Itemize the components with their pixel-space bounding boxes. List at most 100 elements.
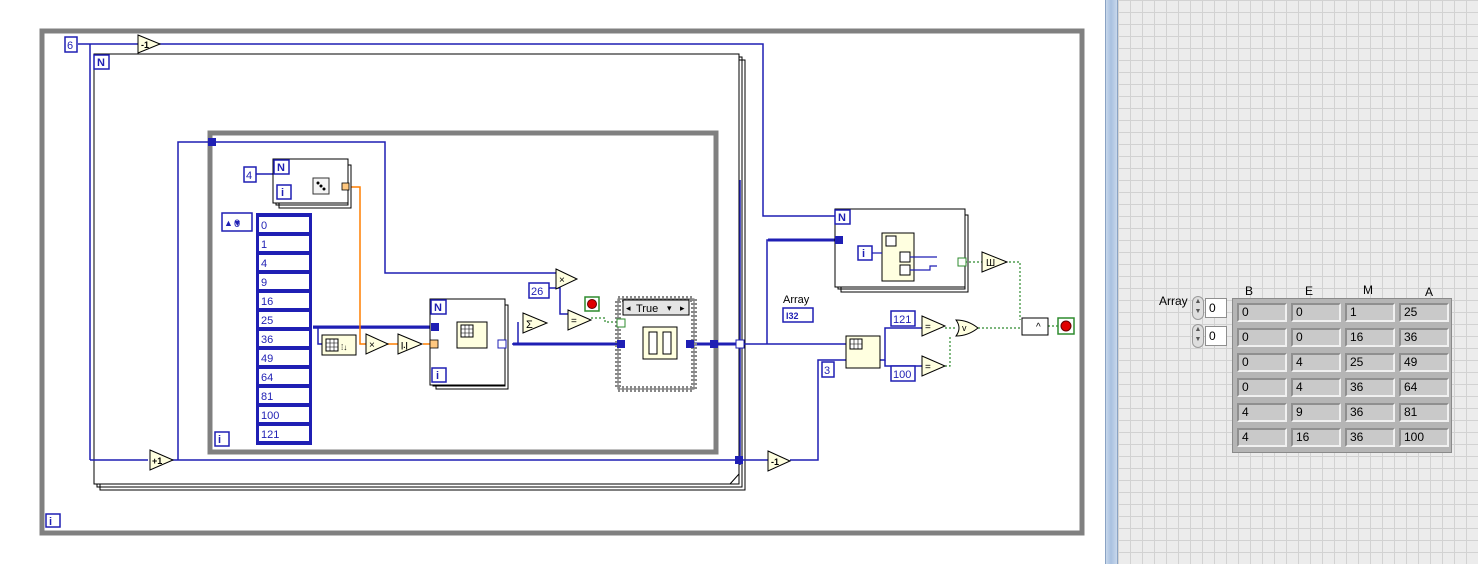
svg-text:N: N <box>434 302 442 314</box>
table-cell[interactable]: 0 <box>1237 353 1287 372</box>
array-element-value: 0 <box>261 220 267 232</box>
table-cell[interactable]: 0 <box>1237 303 1287 322</box>
svg-text:▸: ▸ <box>680 303 685 313</box>
increment-node[interactable]: +1 <box>149 449 175 471</box>
compare-for-loop[interactable]: N i <box>834 208 969 293</box>
constant-check-a[interactable]: 121 <box>890 310 916 327</box>
table-cell[interactable]: 4 <box>1237 428 1287 447</box>
equal-mid-node[interactable]: = <box>567 309 593 331</box>
array-element[interactable] <box>259 407 309 422</box>
array-element[interactable] <box>259 369 309 384</box>
multiply-top-node[interactable]: × <box>555 268 579 290</box>
table-cell[interactable]: 1 <box>1345 303 1395 322</box>
multiply-mid-node[interactable]: × <box>365 333 390 355</box>
or-array-node[interactable]: Ш <box>981 251 1009 273</box>
array-element-value: 9 <box>261 277 267 289</box>
svg-text:|.|: |.| <box>401 341 408 350</box>
svg-text:i: i <box>49 516 52 528</box>
random-for-loop[interactable]: N i <box>272 158 352 209</box>
index-array-node[interactable] <box>845 335 881 369</box>
outer-while-loop[interactable]: i <box>39 28 1085 536</box>
col-index-field[interactable]: 0 <box>1205 326 1227 346</box>
grid-icon <box>325 338 339 352</box>
constant-target[interactable]: 26 <box>528 282 550 299</box>
stop-terminal-inner[interactable] <box>584 296 600 312</box>
decrement-top-node[interactable]: -1 <box>137 34 162 54</box>
array-element-value: 121 <box>261 429 279 441</box>
svg-text:Array: Array <box>783 294 810 306</box>
table-cell[interactable]: 36 <box>1399 328 1449 347</box>
table-cell[interactable]: 0 <box>1291 303 1341 322</box>
svg-text:=: = <box>925 362 931 373</box>
constant-rand-count[interactable]: 4 <box>243 166 257 183</box>
table-cell[interactable]: 49 <box>1399 353 1449 372</box>
svg-text:=: = <box>571 316 577 327</box>
and-node[interactable]: ^ <box>1021 317 1049 336</box>
sort-array-node[interactable]: ⁞↓ <box>321 334 357 356</box>
sum-node[interactable]: Σ <box>522 312 549 334</box>
table-cell[interactable]: 4 <box>1291 378 1341 397</box>
array-element[interactable] <box>259 217 309 232</box>
table-cell[interactable]: 36 <box>1345 428 1395 447</box>
tunnel <box>208 138 216 146</box>
or-node[interactable]: v <box>955 319 979 337</box>
array-element[interactable] <box>259 388 309 403</box>
svg-text:i: i <box>862 248 865 260</box>
stop-terminal-outer[interactable] <box>1057 317 1075 335</box>
array-indicator[interactable]: Array I32 <box>782 294 814 323</box>
array-element[interactable] <box>259 293 309 308</box>
table-cell[interactable]: 81 <box>1399 403 1449 422</box>
table-cell[interactable]: 9 <box>1291 403 1341 422</box>
array-element[interactable] <box>259 350 309 365</box>
table-cell[interactable]: 4 <box>1237 403 1287 422</box>
constant-check-b[interactable]: 100 <box>890 365 916 382</box>
table-cell[interactable]: 25 <box>1399 303 1449 322</box>
array-element-value: 81 <box>261 391 273 403</box>
equal-a-node[interactable]: = <box>921 315 947 337</box>
array-element[interactable] <box>259 331 309 346</box>
svg-text:=: = <box>925 322 931 333</box>
decrement-bottom-node[interactable]: -1 <box>767 450 792 472</box>
inner-while-loop[interactable]: i <box>207 130 719 455</box>
array-element-value: 100 <box>261 410 279 422</box>
array-element-value: 1 <box>261 239 267 251</box>
table-cell[interactable]: 36 <box>1345 378 1395 397</box>
array-element[interactable] <box>259 312 309 327</box>
main-for-loop[interactable]: N <box>93 53 746 491</box>
constant-iterations[interactable]: 6 <box>64 36 78 53</box>
to-int-node[interactable]: |.| <box>397 333 424 355</box>
constant-row-count[interactable]: 3 <box>821 361 835 378</box>
col-index-spinner[interactable]: ▲▼ <box>1192 324 1204 348</box>
svg-text:I32: I32 <box>786 311 799 321</box>
table-cell[interactable]: 4 <box>1291 353 1341 372</box>
table-cell[interactable]: 64 <box>1399 378 1449 397</box>
build-array-for-loop[interactable]: N i <box>429 298 509 390</box>
panel-splitter[interactable] <box>1105 0 1118 564</box>
row-index-spinner[interactable]: ▲▼ <box>1192 296 1204 320</box>
svg-text:v: v <box>962 323 967 333</box>
grid-icon <box>460 324 474 338</box>
table-cell[interactable]: 0 <box>1237 328 1287 347</box>
svg-text:3: 3 <box>824 365 830 377</box>
table-cell[interactable]: 0 <box>1237 378 1287 397</box>
row-index-field[interactable]: 0 <box>1205 298 1227 318</box>
table-cell[interactable]: 100 <box>1399 428 1449 447</box>
table-cell[interactable]: 0 <box>1291 328 1341 347</box>
column-header: A <box>1425 285 1434 299</box>
block-diagram[interactable]: i N i <box>0 0 1105 564</box>
column-header: E <box>1305 284 1314 298</box>
table-cell[interactable]: 36 <box>1345 403 1395 422</box>
table-cell[interactable]: 25 <box>1345 353 1395 372</box>
array-element[interactable] <box>259 236 309 251</box>
table-cell[interactable]: 16 <box>1345 328 1395 347</box>
array-element[interactable] <box>259 426 309 441</box>
column-header: M <box>1363 283 1373 297</box>
array-element[interactable] <box>259 255 309 270</box>
case-structure[interactable]: ◂ True ▾ ▸ <box>615 296 697 392</box>
svg-text:121: 121 <box>893 314 911 326</box>
table-cell[interactable]: 16 <box>1291 428 1341 447</box>
array-element[interactable] <box>259 274 309 289</box>
equal-b-node[interactable]: = <box>921 355 947 377</box>
